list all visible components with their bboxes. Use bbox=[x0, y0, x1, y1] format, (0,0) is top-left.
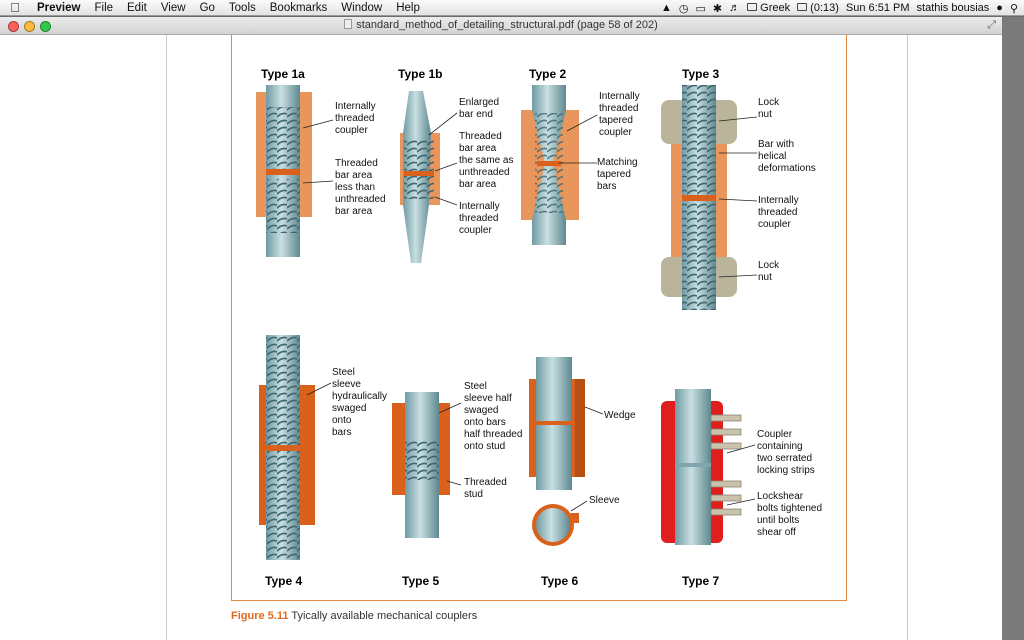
type-3-heading: Type 3 bbox=[682, 67, 719, 81]
label-t7-bottom: Lockshear bolts tightened until bolts sh… bbox=[757, 491, 825, 538]
label-t5-bottom: Threaded stud bbox=[464, 477, 510, 500]
menu-go[interactable]: Go bbox=[199, 1, 215, 14]
volume-icon[interactable]: ♬ bbox=[729, 2, 741, 14]
menu-bookmarks[interactable]: Bookmarks bbox=[269, 1, 328, 14]
type-4-drawing bbox=[259, 335, 315, 560]
type-1a-heading: Type 1a bbox=[261, 67, 305, 81]
apple-menu-icon[interactable]:  bbox=[0, 0, 30, 15]
type-7-drawing bbox=[661, 389, 742, 545]
label-t3-top: Lock nut bbox=[758, 97, 782, 120]
label-t6-sleeve: Sleeve bbox=[589, 495, 620, 506]
annotation-labels: Internally threaded coupler Threaded bar… bbox=[332, 91, 825, 538]
type-3-drawing bbox=[661, 85, 737, 310]
menu-preview[interactable]: Preview bbox=[37, 1, 81, 14]
menu-bar:  Preview File Edit View Go Tools Bookma… bbox=[0, 0, 1024, 16]
label-t1b-top: Enlarged bar end bbox=[459, 97, 502, 120]
type-6-drawing bbox=[529, 357, 585, 546]
label-t1b-bottom: Internally threaded coupler bbox=[459, 201, 502, 236]
label-t1a-top: Internally threaded coupler bbox=[335, 101, 378, 136]
type-2-drawing bbox=[521, 85, 579, 245]
label-t5-top: Steel sleeve half swaged onto bars half … bbox=[464, 381, 525, 452]
label-t3-bottom: Lock nut bbox=[758, 260, 782, 283]
label-t2-mid: Matching tapered bars bbox=[597, 157, 640, 192]
type-4-heading: Type 4 bbox=[265, 574, 302, 588]
fullscreen-icon[interactable]: ⤢ bbox=[987, 19, 996, 31]
bluetooth-icon[interactable]: ✱ bbox=[712, 2, 723, 15]
wifi-icon[interactable]: ▲ bbox=[660, 2, 672, 14]
type-5-heading: Type 5 bbox=[402, 574, 439, 588]
label-t4: Steel sleeve hydraulically swaged onto b… bbox=[332, 367, 390, 438]
leader-lines bbox=[302, 112, 758, 512]
label-t7-top: Coupler containing two serrated locking … bbox=[757, 429, 815, 476]
menu-edit[interactable]: Edit bbox=[127, 1, 147, 14]
type-6-heading: Type 6 bbox=[541, 574, 578, 588]
figure-number: Figure 5.11 bbox=[231, 610, 289, 622]
time-machine-icon[interactable]: ◷ bbox=[678, 2, 689, 15]
figure-caption: Figure 5.11 Tyically available mechanica… bbox=[231, 610, 477, 622]
pdf-document-icon bbox=[344, 19, 353, 29]
type-1b-heading: Type 1b bbox=[398, 67, 442, 81]
display-icon[interactable]: ▭ bbox=[695, 2, 706, 15]
spotlight-search-icon[interactable]: ⚲ bbox=[1009, 2, 1018, 15]
menu-file[interactable]: File bbox=[94, 1, 114, 14]
figure-frame bbox=[231, 35, 847, 601]
zoom-button[interactable] bbox=[40, 21, 51, 32]
battery-icon bbox=[797, 3, 808, 11]
preview-window: standard_method_of_detailing_structural.… bbox=[0, 17, 1002, 640]
couplers-figure: Type 1a Type 1b Type 2 Type 3 Type 4 Typ… bbox=[256, 67, 825, 588]
label-t6-wedge: Wedge bbox=[604, 410, 636, 421]
title-bar[interactable]: standard_method_of_detailing_structural.… bbox=[0, 17, 1002, 35]
close-button[interactable] bbox=[8, 21, 19, 32]
type-1a-drawing bbox=[256, 85, 312, 257]
clock[interactable]: Sun 6:51 PM bbox=[845, 2, 910, 14]
menu-help[interactable]: Help bbox=[396, 1, 420, 14]
document-viewer[interactable]: Type 1a Type 1b Type 2 Type 3 Type 4 Typ… bbox=[0, 35, 1002, 640]
label-t2-top: Internally threaded tapered coupler bbox=[599, 91, 642, 138]
menu-window[interactable]: Window bbox=[341, 1, 383, 14]
input-source-menu[interactable]: Greek bbox=[747, 2, 790, 14]
battery-status[interactable]: (0:13) bbox=[797, 2, 839, 14]
menu-view[interactable]: View bbox=[160, 1, 186, 14]
figure-caption-text: Tyically available mechanical couplers bbox=[291, 610, 478, 622]
label-t1b-mid: Threaded bar area the same as unthreaded… bbox=[459, 131, 516, 190]
type-5-drawing bbox=[392, 392, 450, 538]
user-menu[interactable]: stathis bousias bbox=[916, 2, 990, 14]
pdf-page: Type 1a Type 1b Type 2 Type 3 Type 4 Typ… bbox=[166, 35, 908, 640]
flag-icon bbox=[747, 3, 758, 11]
minimize-button[interactable] bbox=[24, 21, 35, 32]
desktop-edge bbox=[1002, 17, 1024, 640]
type-2-heading: Type 2 bbox=[529, 67, 566, 81]
label-t3-mid2: Internally threaded coupler bbox=[758, 195, 801, 230]
menu-tools[interactable]: Tools bbox=[228, 1, 256, 14]
type-7-heading: Type 7 bbox=[682, 574, 719, 588]
window-title: standard_method_of_detailing_structural.… bbox=[0, 19, 1002, 31]
label-t1a-bottom: Threaded bar area less than unthreaded b… bbox=[335, 158, 388, 217]
label-t3-mid1: Bar with helical deformations bbox=[758, 139, 816, 174]
type-1b-drawing bbox=[400, 91, 440, 263]
lock-icon[interactable]: ● bbox=[996, 2, 1003, 14]
